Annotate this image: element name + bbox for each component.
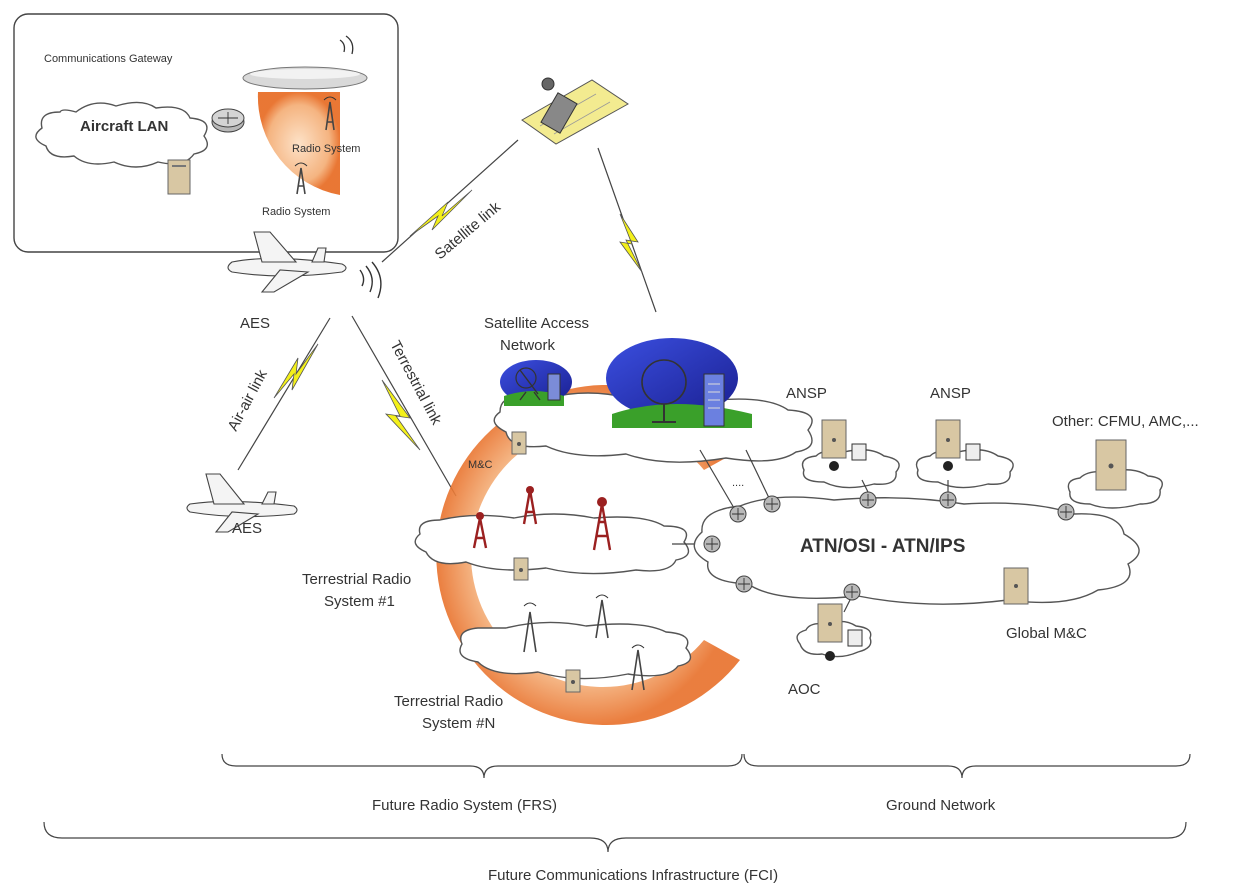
air-air-link-label: Air-air link — [225, 367, 272, 434]
workstation-icon — [821, 419, 867, 471]
router-icon — [729, 505, 747, 523]
trsn-label-2: System #N — [422, 715, 495, 732]
ground-network-label: Ground Network — [886, 797, 996, 814]
workstation-icon — [935, 419, 981, 471]
satellite-dish-icon — [606, 338, 752, 428]
satellite-dish-icon — [500, 360, 572, 406]
router-icon — [763, 495, 781, 513]
frs-label: Future Radio System (FRS) — [372, 797, 557, 814]
router-icon — [939, 491, 957, 509]
fci-brace — [43, 821, 1187, 853]
atn-label: ATN/OSI - ATN/IPS — [800, 536, 965, 557]
terrestrial-radio-1-cloud — [414, 513, 690, 575]
communications-gateway-label: Communications Gateway — [44, 53, 173, 65]
terrestrial-link-label: Terrestrial link — [386, 338, 445, 428]
satellite-access-label-1: Satellite Access — [484, 315, 589, 332]
satellite-downlink — [597, 147, 657, 313]
router-icon — [843, 583, 861, 601]
radio-tower-icon — [294, 162, 308, 195]
ansp-label-1: ANSP — [786, 385, 827, 402]
terrestrial-link: Terrestrial link — [351, 315, 457, 497]
radio-tower-icon — [523, 602, 537, 653]
radio-tower-icon — [595, 594, 609, 639]
connection-line — [843, 599, 851, 613]
communications-gateway-box: Communications Gateway Aircraft LAN — [13, 13, 399, 253]
gateway-coverage-area — [257, 92, 340, 195]
server-icon — [1095, 439, 1127, 491]
router-icon — [859, 491, 877, 509]
terrestrial-radio-n-cloud — [459, 621, 692, 680]
router-icon — [211, 108, 245, 133]
dots-label: .... — [732, 477, 744, 489]
radio-tower-icon — [592, 497, 612, 551]
server-icon — [513, 557, 529, 581]
connection-line — [699, 449, 735, 509]
trs1-label-1: Terrestrial Radio — [302, 571, 411, 588]
server-icon — [511, 431, 527, 455]
satellite-icon — [521, 77, 629, 145]
ground-network-brace — [743, 753, 1191, 779]
connection-line — [745, 449, 771, 501]
frs-brace — [221, 753, 743, 779]
signal-icon — [339, 35, 354, 55]
radio-tower-icon — [631, 644, 645, 691]
router-icon — [703, 535, 721, 553]
workstation-icon — [817, 603, 863, 661]
radio-tower-icon — [323, 96, 337, 131]
global-mc-label: Global M&C — [1006, 625, 1087, 642]
radio-tower-icon — [472, 512, 488, 549]
radio-system-label-2: Radio System — [262, 206, 330, 218]
server-icon — [1003, 567, 1029, 605]
connection-line — [861, 479, 869, 493]
fci-label: Future Communications Infrastructure (FC… — [488, 867, 778, 884]
ansp-label-2: ANSP — [930, 385, 971, 402]
satellite-link: Satellite link — [381, 139, 519, 263]
aes-label-bottom: AES — [232, 520, 262, 537]
aes-label-top: AES — [240, 315, 270, 332]
m-and-c-label: M&C — [468, 459, 493, 471]
server-icon — [565, 669, 581, 693]
satellite-access-label-2: Network — [500, 337, 556, 354]
router-icon — [1057, 503, 1075, 521]
signal-icon — [359, 261, 382, 299]
ansp-cloud-1 — [801, 449, 900, 489]
aoc-label: AOC — [788, 681, 821, 698]
radio-system-label-1: Radio System — [292, 143, 360, 155]
radio-tower-icon — [522, 486, 538, 525]
router-icon — [735, 575, 753, 593]
aircraft-lan-label: Aircraft LAN — [80, 118, 168, 135]
trsn-label-1: Terrestrial Radio — [394, 693, 503, 710]
ansp-cloud-2 — [915, 449, 1014, 489]
aircraft-lan-cloud — [35, 101, 208, 168]
trs1-label-2: System #1 — [324, 593, 395, 610]
air-air-link: Air-air link — [225, 317, 331, 471]
other-label: Other: CFMU, AMC,... — [1052, 413, 1199, 430]
airplane-icon — [227, 231, 347, 293]
server-icon — [167, 159, 191, 195]
airplane-icon — [186, 473, 298, 533]
zeppelin-icon — [242, 66, 368, 90]
